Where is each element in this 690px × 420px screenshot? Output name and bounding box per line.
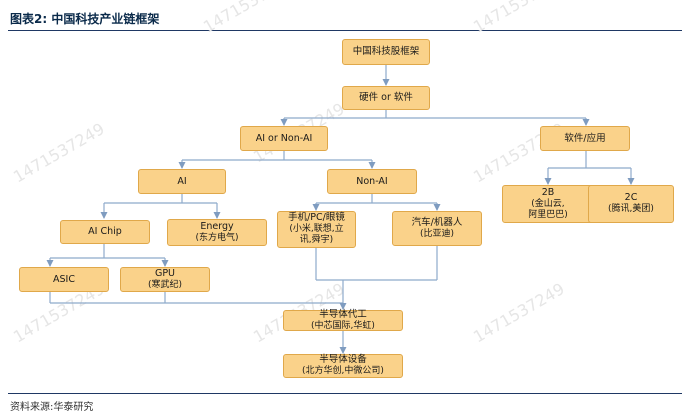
node-label: 半导体设备 bbox=[319, 354, 367, 366]
footer-divider bbox=[8, 393, 682, 394]
node-software-app: 软件/应用 bbox=[540, 126, 630, 151]
node-2b: 2B (金山云, 阿里巴巴) bbox=[502, 185, 594, 223]
node-sub-label: (寒武纪) bbox=[147, 279, 183, 290]
node-sub-label: (腾讯,美团) bbox=[608, 204, 654, 215]
figure-title: 图表2: 中国科技产业链框架 bbox=[10, 12, 160, 26]
node-sub-label: (比亚迪) bbox=[419, 228, 455, 239]
node-sub-label: (东方电气) bbox=[195, 232, 239, 243]
node-label: Energy bbox=[200, 220, 234, 232]
title-divider bbox=[8, 30, 682, 31]
node-energy: Energy (东方电气) bbox=[167, 219, 267, 246]
node-label: 汽车/机器人 bbox=[411, 216, 463, 228]
node-phone-pc-glasses: 手机/PC/眼镜 (小米,联想,立 讯,舜宇) bbox=[277, 211, 356, 248]
node-sub-label: (小米,联想,立 讯,舜宇) bbox=[289, 224, 344, 246]
node-label: 中国科技股框架 bbox=[352, 46, 420, 58]
node-label: 2C bbox=[624, 192, 638, 204]
node-label: ASIC bbox=[53, 273, 75, 285]
node-label: 软件/应用 bbox=[564, 132, 606, 144]
node-ai: AI bbox=[138, 169, 226, 194]
node-ai-chip: AI Chip bbox=[60, 220, 150, 244]
node-sub-label: (金山云, 阿里巴巴) bbox=[528, 198, 568, 220]
node-hardware-or-software: 硬件 or 软件 bbox=[342, 86, 430, 110]
node-asic: ASIC bbox=[19, 267, 109, 292]
source-note: 资料来源:华泰研究 bbox=[10, 402, 94, 413]
node-semiconductor-equipment: 半导体设备 (北方华创,中微公司) bbox=[283, 354, 403, 378]
node-nonai: Non-AI bbox=[327, 169, 417, 194]
node-ai-or-nonai: AI or Non-AI bbox=[240, 126, 328, 151]
node-root: 中国科技股框架 bbox=[342, 39, 430, 65]
node-label: 硬件 or 软件 bbox=[359, 92, 413, 104]
node-label: Non-AI bbox=[356, 175, 388, 187]
node-2c: 2C (腾讯,美团) bbox=[588, 185, 674, 223]
node-label: AI bbox=[177, 175, 187, 187]
node-gpu: GPU (寒武纪) bbox=[120, 267, 210, 292]
node-label: AI or Non-AI bbox=[255, 132, 313, 144]
node-label: 2B bbox=[541, 186, 555, 198]
node-sub-label: (中芯国际,华虹) bbox=[311, 320, 375, 331]
node-label: 半导体代工 bbox=[319, 308, 367, 320]
node-sub-label: (北方华创,中微公司) bbox=[302, 366, 384, 377]
node-label: 手机/PC/眼镜 bbox=[288, 212, 345, 224]
node-label: AI Chip bbox=[88, 226, 122, 238]
node-semiconductor-foundry: 半导体代工 (中芯国际,华虹) bbox=[283, 308, 403, 331]
node-auto-robot: 汽车/机器人 (比亚迪) bbox=[392, 211, 482, 246]
node-label: GPU bbox=[154, 267, 176, 279]
